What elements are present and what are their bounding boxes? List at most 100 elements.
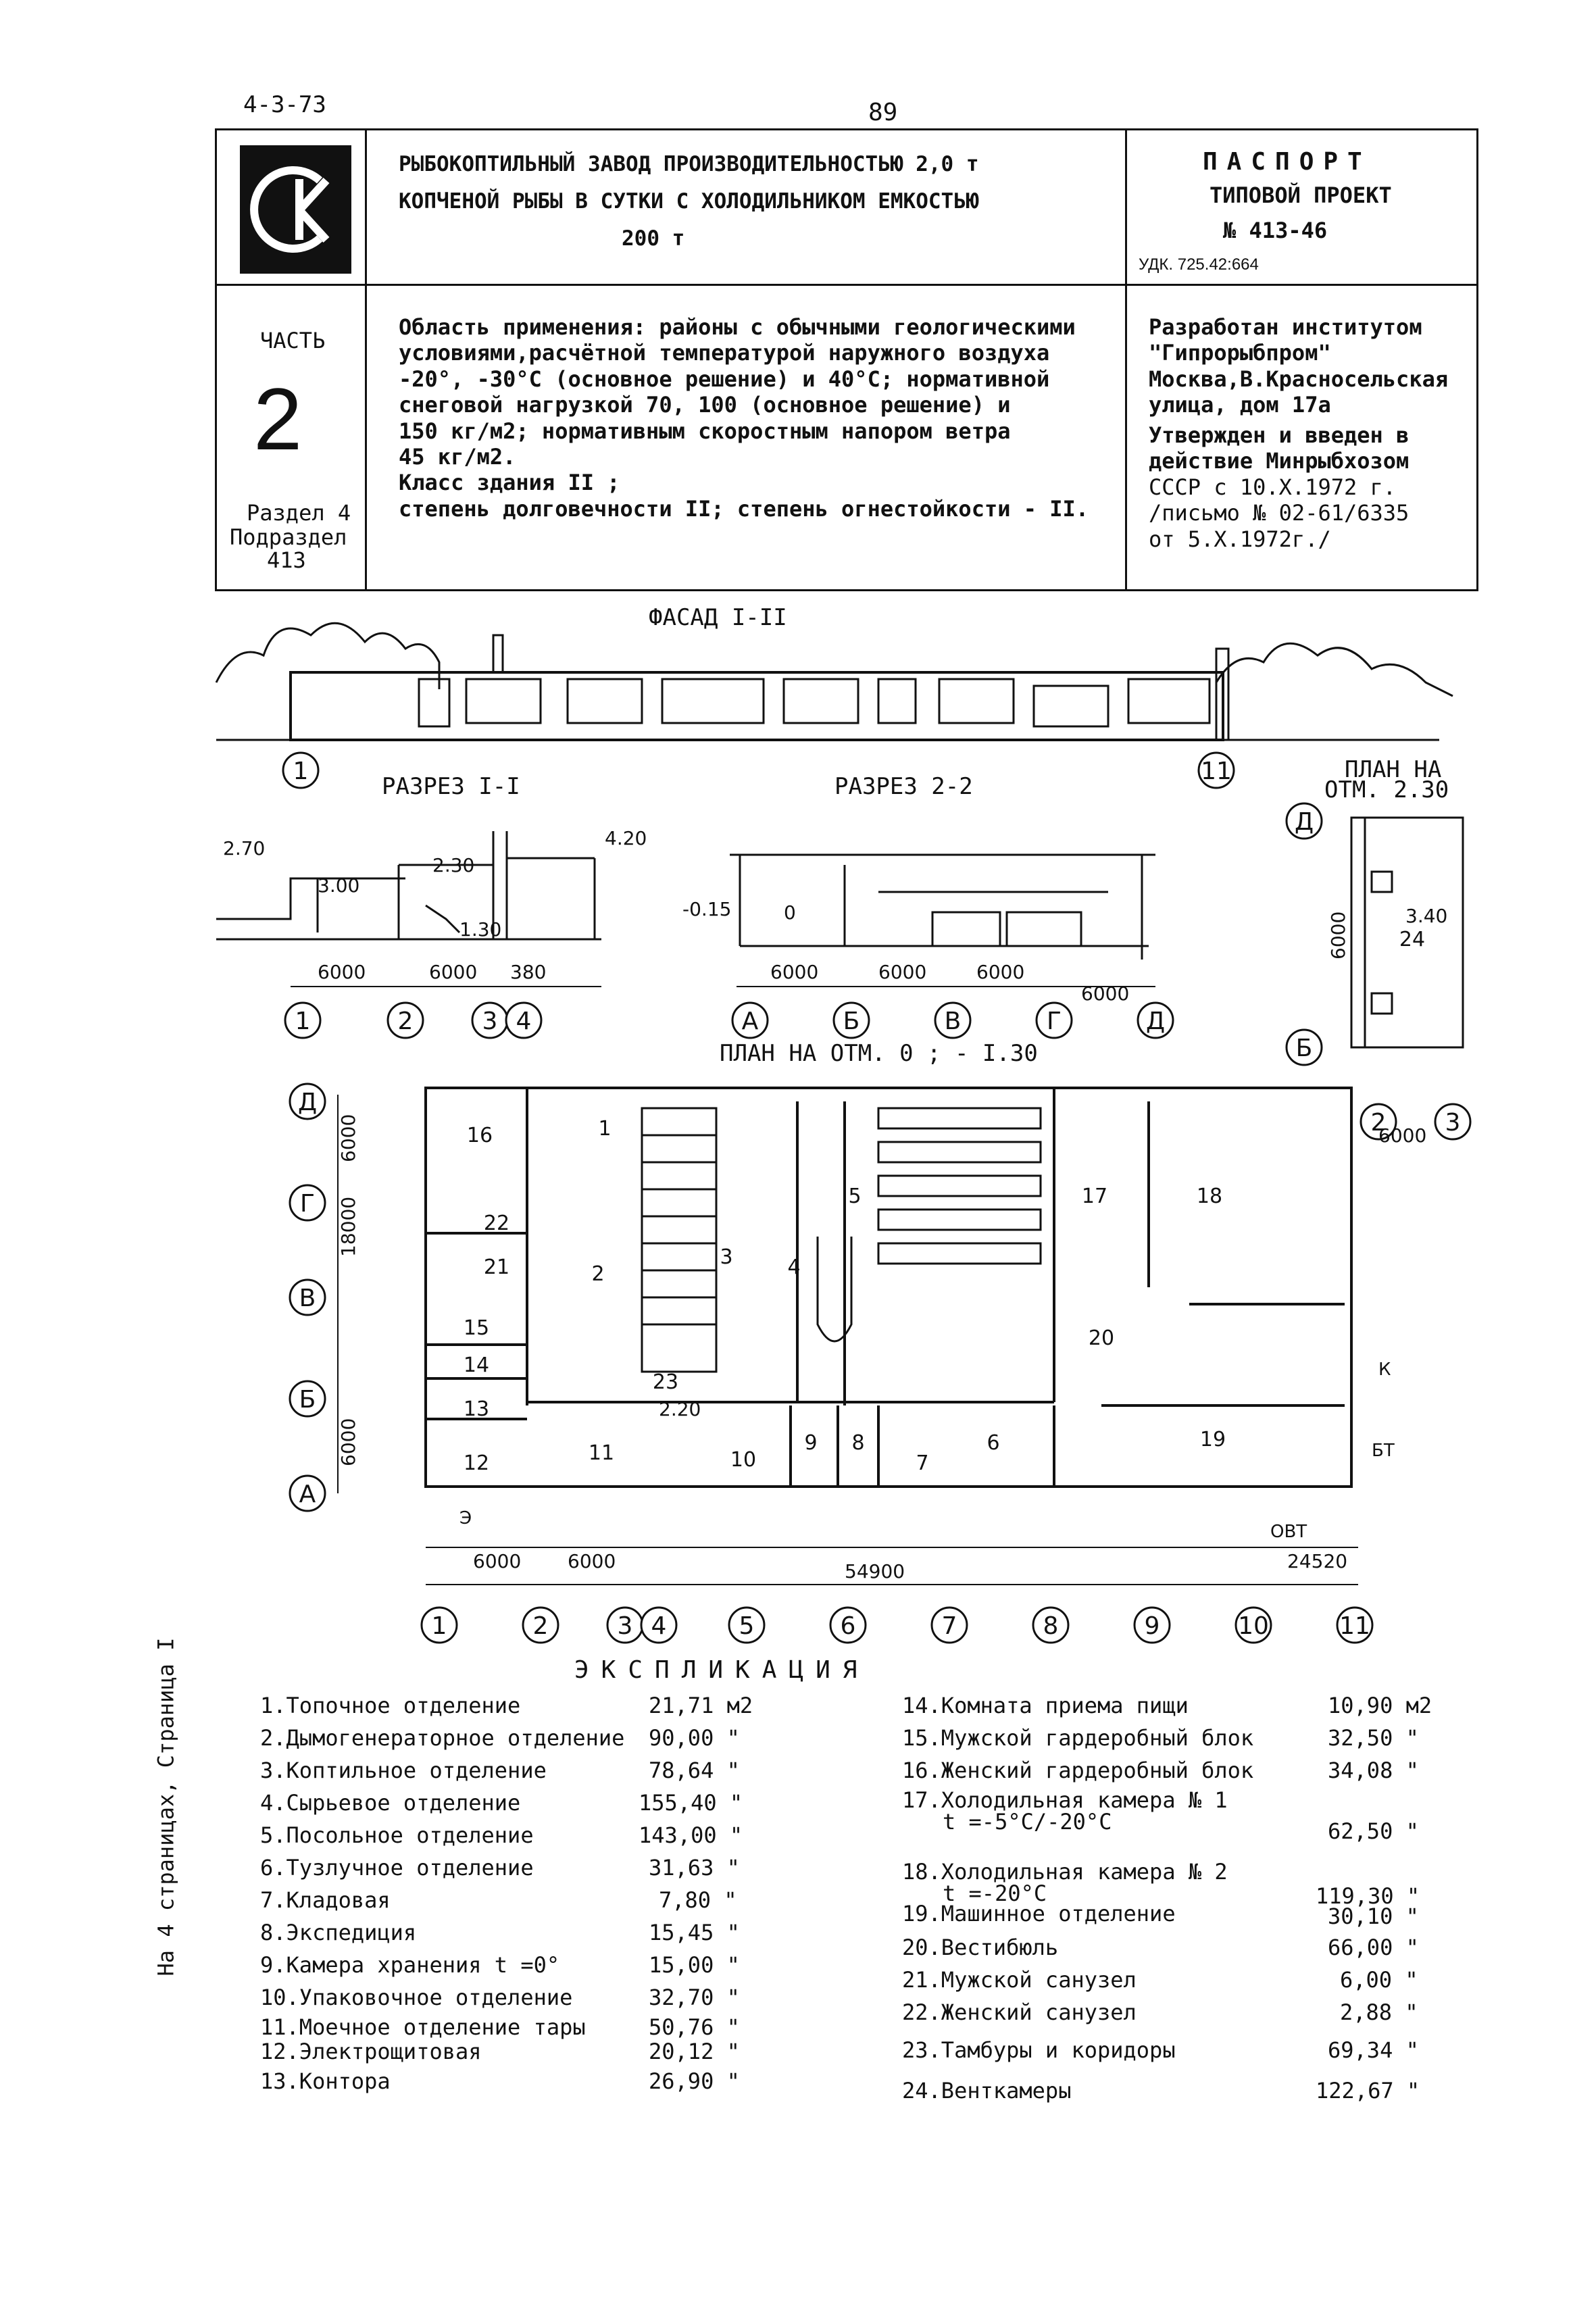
svg-text:3: 3: [482, 1007, 498, 1035]
axis-bubble-1b: 1: [284, 1001, 322, 1039]
plan-2-30: [1350, 816, 1464, 1049]
header-divider-2: [1125, 128, 1127, 591]
part-label: ЧАСТЬ: [260, 328, 326, 353]
axis-bubble-6c: 6: [829, 1606, 867, 1644]
room5-tables: [877, 1107, 1042, 1265]
passport-title: ПАСПОРТ: [1203, 148, 1372, 176]
svg-text:4: 4: [651, 1612, 667, 1640]
dim-text: 3.40: [1405, 905, 1447, 927]
axis-bubble-g-left: Г: [289, 1184, 326, 1222]
explication-value: 143,00 ": [639, 1822, 743, 1848]
explication-item: 16.Женский гардеробный блок: [902, 1758, 1254, 1783]
svg-text:2: 2: [1371, 1109, 1387, 1137]
svg-text:9: 9: [1145, 1612, 1160, 1640]
approval-line: /письмо № 02-61/6335: [1149, 500, 1410, 526]
svg-text:2: 2: [533, 1612, 549, 1640]
axis-bubble-3b: 3: [471, 1001, 509, 1039]
explication-value: 90,00 ": [649, 1725, 740, 1751]
dim-text-vertical: 18000: [337, 1197, 359, 1257]
room-number: 4: [787, 1255, 800, 1279]
room-number: 2: [591, 1262, 604, 1286]
room3-racks: [641, 1107, 718, 1373]
explication-value: 62,50 ": [1328, 1818, 1419, 1844]
svg-text:Д: Д: [1295, 808, 1314, 836]
room-number: 21: [484, 1255, 509, 1279]
axis-bubble-v-left: В: [289, 1278, 326, 1316]
approval-block: Утвержден и введен в действие Минрыбхозо…: [1149, 422, 1409, 552]
project-number: № 413-46: [1223, 218, 1328, 243]
explication-item: 12.Электрощитовая: [260, 2039, 482, 2064]
header-table: [215, 128, 1478, 591]
axis-bubble-v: В: [934, 1001, 972, 1039]
dim-text-vertical: 6000: [1327, 912, 1349, 960]
room-number: 15: [464, 1316, 489, 1340]
room-number: 13: [464, 1397, 489, 1421]
project-type: ТИПОВОЙ ПРОЕКТ: [1210, 182, 1392, 208]
explication-value: 122,67 ": [1316, 2078, 1420, 2104]
developer-line: "Гипрорыбпром": [1149, 340, 1331, 366]
svg-text:1: 1: [295, 1007, 311, 1035]
svg-text:А: А: [742, 1007, 759, 1035]
mark-k: К: [1378, 1360, 1391, 1380]
axis-bubble-10c: 10: [1235, 1606, 1272, 1644]
developer-line: улица, дом 17а: [1149, 392, 1331, 418]
svg-text:3: 3: [618, 1612, 633, 1640]
section-2-2: [730, 853, 1155, 960]
explication-value: 21,71 м2: [649, 1693, 753, 1718]
explication-item: 23.Тамбуры и коридоры: [902, 2037, 1176, 2063]
dim-text: 2.30: [432, 854, 474, 876]
description-line: -20°, -30°С (основное решение) и 40°С; н…: [399, 366, 1050, 392]
svg-text:4: 4: [516, 1007, 532, 1035]
explication-item: 10.Упаковочное отделение: [260, 1985, 573, 2010]
svg-text:6: 6: [841, 1612, 856, 1640]
explication-value: 32,50 ": [1328, 1725, 1419, 1751]
axis-bubble-5c: 5: [728, 1606, 766, 1644]
axis-bubble-d-small: Д: [1285, 802, 1323, 840]
facade-title: ФАСАД I-II: [649, 604, 787, 631]
dim-text: 6000: [976, 961, 1024, 983]
description-line: 45 кг/м2.: [399, 443, 516, 470]
svg-text:1: 1: [432, 1612, 447, 1640]
explication-item: 8.Экспедиция: [260, 1920, 417, 1945]
room-number: 23: [653, 1370, 678, 1394]
explication-item: 22.Женский санузел: [902, 1999, 1137, 2025]
room-number: 16: [467, 1124, 493, 1147]
svg-text:7: 7: [942, 1612, 957, 1640]
description-line: снеговой нагрузкой 70, 100 (основное реш…: [399, 392, 1011, 418]
explication-item: 14.Комната приема пищи: [902, 1693, 1189, 1718]
axis-bubble-b-small: Б: [1285, 1028, 1323, 1066]
svg-text:3: 3: [1445, 1109, 1461, 1137]
title-line-2: КОПЧЕНОЙ РЫБЫ В СУТКИ С ХОЛОДИЛЬНИКОМ ЕМ…: [399, 189, 979, 214]
subsection-number: 413: [267, 547, 306, 573]
explication-value: 20,12 ": [649, 2039, 740, 2064]
explication-item: 21.Мужской санузел: [902, 1967, 1137, 1993]
axis-bubble-7c: 7: [930, 1606, 968, 1644]
section2-title: РАЗРЕЗ 2-2: [834, 773, 973, 800]
explication-value: 26,90 ": [649, 2068, 740, 2094]
header-divider-row: [215, 284, 1478, 286]
axis-bubble-a-left: А: [289, 1474, 326, 1512]
room-number: 22: [484, 1212, 509, 1235]
ck-logo: [240, 145, 351, 274]
svg-text:Д: Д: [1146, 1007, 1165, 1035]
dim-text: 2.70: [223, 837, 265, 860]
approval-line: СССР с 10.X.1972 г.: [1149, 474, 1397, 500]
room-number: 17: [1082, 1185, 1107, 1208]
explication-value: 34,08 ": [1328, 1758, 1419, 1783]
svg-text:А: А: [299, 1480, 316, 1508]
dim-text-vertical: 6000: [337, 1418, 359, 1466]
explication-item: 9.Камера хранения t =0°: [260, 1952, 560, 1978]
plan-main-title: ПЛАН НА ОТМ. 0 ; - I.30: [720, 1040, 1038, 1067]
axis-bubble-3-small: 3: [1434, 1103, 1472, 1141]
explication-item: 5.Посольное отделение: [260, 1822, 534, 1848]
conveyor-u: [816, 1237, 853, 1343]
explication-sub: t =-20°С: [943, 1881, 1047, 1906]
svg-text:5: 5: [739, 1612, 755, 1640]
header-divider-1: [365, 128, 367, 591]
developer-line: Москва,В.Красносельская: [1149, 366, 1449, 392]
room-number: 18: [1197, 1185, 1222, 1208]
explication-sub: t =-5°С/-20°С: [943, 1809, 1112, 1835]
room-number: 7: [916, 1451, 928, 1475]
dim-text: 6000: [878, 961, 926, 983]
svg-text:10: 10: [1238, 1612, 1269, 1640]
